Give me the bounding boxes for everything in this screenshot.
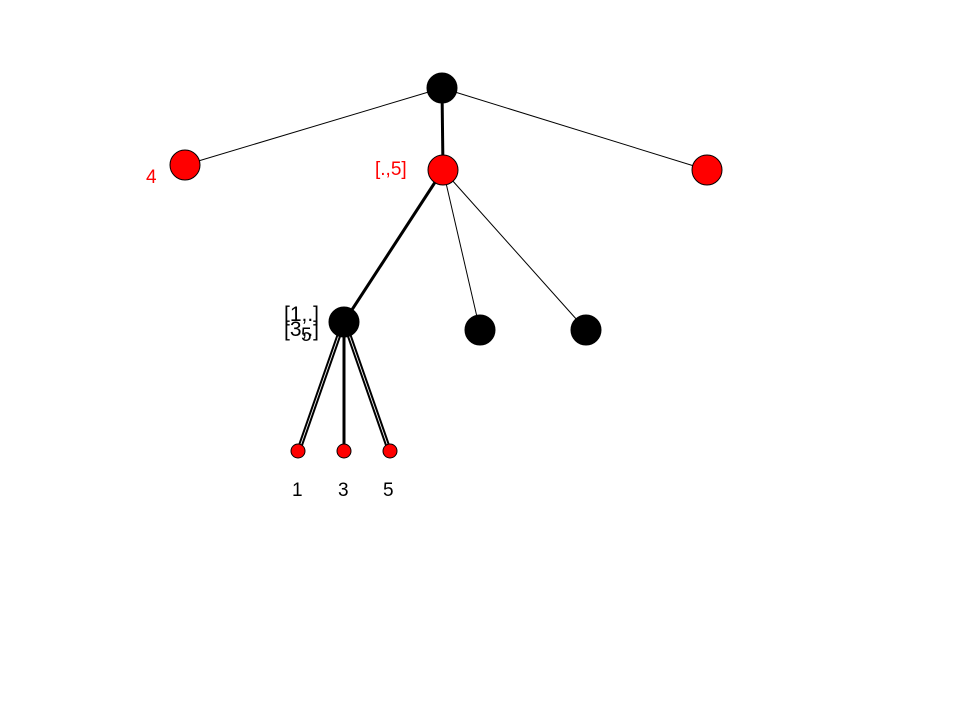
- leaf-node-3: [336, 443, 352, 459]
- edges: [184, 87, 708, 452]
- left-child-label: 4: [146, 167, 157, 188]
- edge-mid-black3: [442, 169, 587, 331]
- inner-node-label-c: 5: [301, 325, 312, 346]
- black-node-2: [464, 314, 496, 346]
- right-child-node: [691, 154, 723, 186]
- edge-mid-black2: [442, 169, 481, 331]
- labels: 4 [.,5] [1,.] [3,.] 5 1 3 5: [146, 159, 407, 501]
- edge-mid-inner: [342, 169, 445, 323]
- mid-child-node: [427, 154, 459, 186]
- leaf-label-1: 1: [292, 480, 303, 501]
- nodes: [169, 72, 723, 459]
- leaf-label-5: 5: [383, 480, 394, 501]
- leaf-node-5: [382, 443, 398, 459]
- root-node: [426, 72, 458, 104]
- left-child-node: [169, 149, 201, 181]
- inner-node-label-a: [1,.]: [284, 303, 319, 326]
- leaf-label-3: 3: [338, 480, 349, 501]
- mid-child-label: [.,5]: [375, 159, 407, 180]
- edge-inner-leaf5-b: [345, 321, 392, 452]
- edge-root-left: [184, 87, 443, 166]
- edge-inner-leaf1-b: [299, 321, 346, 452]
- edge-inner-leaf5-a: [342, 321, 389, 452]
- leaf-node-1: [290, 443, 306, 459]
- edge-inner-leaf1-a: [296, 321, 343, 452]
- edge-root-right: [441, 87, 708, 171]
- black-node-3: [570, 314, 602, 346]
- inner-node: [328, 306, 360, 338]
- inner-node-label-b: [3,.]: [284, 318, 319, 341]
